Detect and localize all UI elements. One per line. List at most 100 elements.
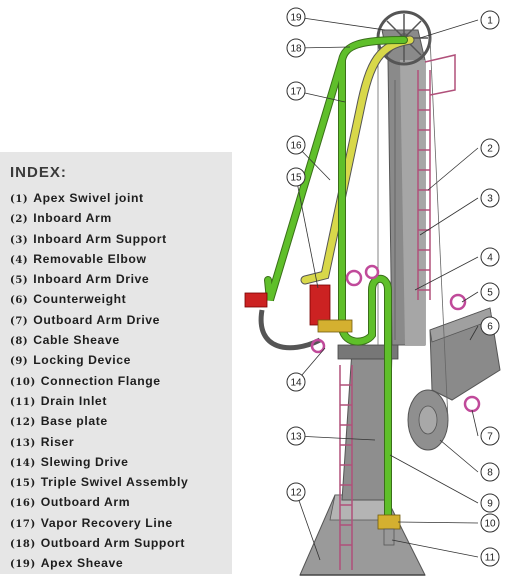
index-item-number: (4): [10, 254, 29, 266]
index-item-label: Outboard Arm Drive: [33, 312, 161, 327]
callout-9: 9: [480, 493, 500, 513]
index-item-number: (11): [10, 396, 36, 408]
callout-number: 16: [290, 141, 302, 152]
index-item: (14) Slewing Drive: [10, 452, 188, 472]
base-plate: [299, 494, 426, 576]
index-title: INDEX:: [10, 164, 67, 181]
index-item-number: (16): [10, 498, 36, 510]
index-item-label: Outboard Arm Support: [40, 536, 186, 551]
callout-4: 4: [480, 247, 500, 267]
callout-19: 19: [286, 7, 306, 27]
index-item-number: (5): [10, 275, 29, 287]
callout-circle: [480, 247, 500, 267]
index-item-label: Locking Device: [33, 353, 132, 368]
ladder-upper: [417, 54, 456, 300]
callout-2: 2: [480, 138, 500, 158]
index-item: (11)Drain Inlet: [10, 391, 188, 411]
index-item-label: Connection Flange: [40, 373, 161, 388]
callout-10: 10: [480, 513, 500, 533]
callout-circle: [480, 316, 500, 336]
callout-number: 12: [290, 488, 302, 499]
index-item-label: Triple Swivel Assembly: [40, 475, 189, 490]
index-item-number: (3): [10, 234, 29, 246]
callout-number: 18: [290, 44, 302, 55]
callout-12: 12: [286, 482, 306, 502]
index-item: (13) Riser: [10, 432, 188, 452]
index-item-number: (6): [10, 295, 29, 307]
callout-circle: [480, 493, 500, 513]
callout-circle: [480, 138, 500, 158]
return-hose: [258, 309, 322, 351]
callout-circle: [286, 167, 306, 187]
index-item-label: Removable Elbow: [33, 251, 147, 266]
callout-number: 5: [487, 288, 493, 299]
index-item: (9) Locking Device: [10, 350, 188, 370]
callout-circle: [286, 426, 306, 446]
cable-sheave: [407, 389, 449, 451]
index-item-number: (7): [10, 315, 29, 327]
callout-circle: [480, 10, 500, 30]
callout-circle: [286, 135, 306, 155]
valves: [244, 284, 353, 333]
index-item-label: Slewing Drive: [40, 454, 129, 469]
callout-number: 11: [485, 553, 496, 564]
index-item-label: Vapor Recovery Line: [40, 515, 173, 530]
index-item-label: Counterweight: [33, 292, 127, 307]
callout-number: 4: [487, 253, 493, 264]
index-item-number: (12): [10, 417, 36, 429]
callout-number: 19: [290, 13, 302, 24]
callout-number: 13: [290, 432, 302, 443]
index-item-label: Inboard Arm Drive: [33, 272, 150, 287]
index-item-number: (13): [10, 437, 36, 449]
callout-circle: [480, 513, 500, 533]
cables: [377, 37, 449, 421]
index-item: (12)Base plate: [10, 411, 188, 431]
index-item: (16)Outboard Arm: [10, 492, 188, 512]
callout-number: 7: [487, 432, 493, 443]
callout-6: 6: [480, 316, 500, 336]
index-item: (7) Outboard Arm Drive: [10, 310, 188, 330]
index-item-number: (2): [10, 214, 29, 226]
index-item-number: (9): [10, 356, 29, 368]
callout-1: 1: [480, 10, 500, 30]
index-item-number: (17): [10, 518, 36, 530]
callout-circle: [480, 282, 500, 302]
callout-14: 14: [286, 372, 306, 392]
callout-8: 8: [480, 462, 500, 482]
callout-circle: [286, 482, 306, 502]
index-item-number: (14): [10, 457, 36, 469]
index-item: (6) Counterweight: [10, 289, 188, 309]
index-item-number: (8): [10, 336, 29, 348]
callout-number: 8: [487, 468, 493, 479]
callout-18: 18: [286, 38, 306, 58]
callout-number: 3: [487, 194, 493, 205]
index-item-number: (18): [10, 539, 36, 551]
ladder-lower: [339, 365, 353, 570]
index-item: (4) Removable Elbow: [10, 249, 188, 269]
index-item-label: Apex Sheave: [40, 556, 124, 571]
index-item-label: Riser: [40, 434, 75, 449]
callout-11: 11: [480, 547, 500, 567]
index-item-number: (15): [10, 478, 36, 490]
callout-number: 1: [487, 16, 493, 27]
index-list: (1)Apex Swivel joint (2) Inboard Arm (3) Inb…: [10, 188, 188, 574]
index-item: (17) Vapor Recovery Line: [10, 513, 188, 533]
callout-circle: [286, 372, 306, 392]
callout-15: 15: [286, 167, 306, 187]
callout-number: 9: [487, 499, 493, 510]
callout-3: 3: [480, 188, 500, 208]
index-item: (2) Inboard Arm: [10, 208, 188, 228]
callout-circle: [480, 547, 500, 567]
callout-16: 16: [286, 135, 306, 155]
callout-number: 14: [290, 378, 302, 389]
index-item-number: (10): [10, 376, 36, 388]
callout-number: 10: [484, 519, 496, 530]
index-item: (8) Cable Sheave: [10, 330, 188, 350]
outboard-arm: [264, 36, 408, 539]
index-item-label: Inboard Arm: [33, 211, 112, 226]
index-item: (5) Inboard Arm Drive: [10, 269, 188, 289]
index-item-label: Cable Sheave: [33, 333, 120, 348]
index-item: (1)Apex Swivel joint: [10, 188, 188, 208]
callout-5: 5: [480, 282, 500, 302]
